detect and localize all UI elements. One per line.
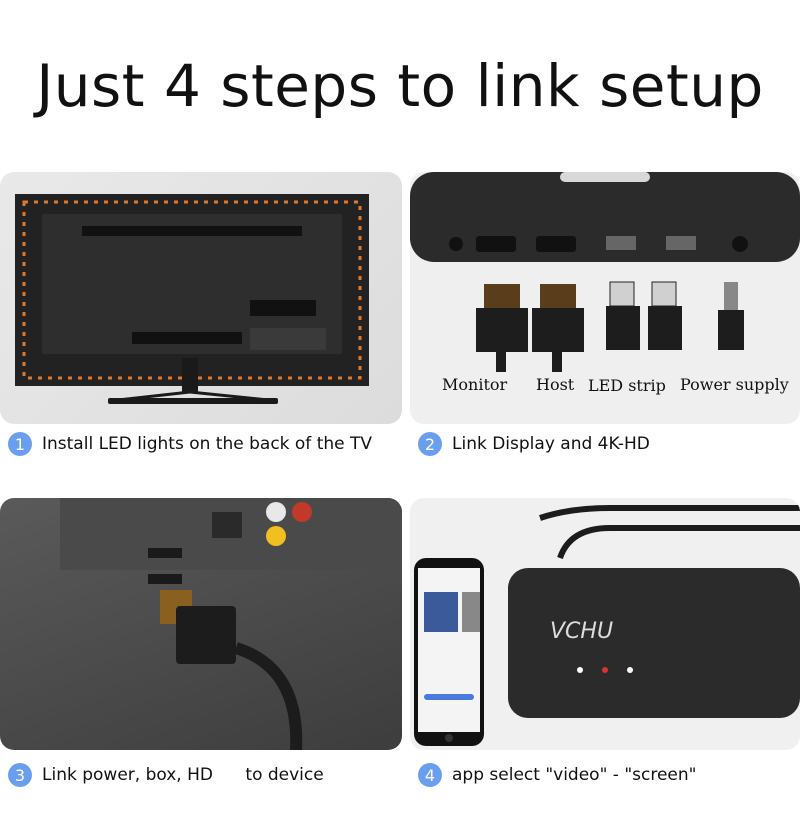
step-2-badge: 2 bbox=[418, 432, 442, 456]
svg-text:VCHU: VCHU bbox=[550, 619, 613, 644]
step-1: 1 Install LED lights on the back of the … bbox=[8, 432, 372, 456]
app-box-illustration: VCHU bbox=[410, 498, 800, 750]
power-supply-label: Power supply bbox=[680, 375, 789, 394]
step-1-text: Install LED lights on the back of the TV bbox=[42, 434, 373, 454]
ports-illustration: Monitor Host LED strip Power supply bbox=[410, 172, 800, 424]
device-hdmi-illustration bbox=[0, 498, 402, 750]
step-3-badge: 3 bbox=[8, 763, 32, 787]
step-3: 3 Link power, box, HD to device bbox=[8, 763, 324, 787]
monitor-label: Monitor bbox=[442, 375, 508, 394]
step-4-badge: 4 bbox=[418, 763, 442, 787]
step-2: 2 Link Display and 4K-HD bbox=[418, 432, 650, 456]
step-4-text: app select "video" - "screen" bbox=[452, 765, 697, 785]
page-title: Just 4 steps to link setup bbox=[36, 52, 764, 120]
host-label: Host bbox=[536, 375, 575, 394]
step-1-badge: 1 bbox=[8, 432, 32, 456]
step-4: 4 app select "video" - "screen" bbox=[418, 763, 696, 787]
led-strip-label: LED strip bbox=[588, 376, 666, 395]
tv-back-illustration bbox=[0, 172, 402, 424]
step-3-text: Link power, box, HD to device bbox=[42, 765, 324, 785]
step-2-text: Link Display and 4K-HD bbox=[452, 434, 650, 454]
